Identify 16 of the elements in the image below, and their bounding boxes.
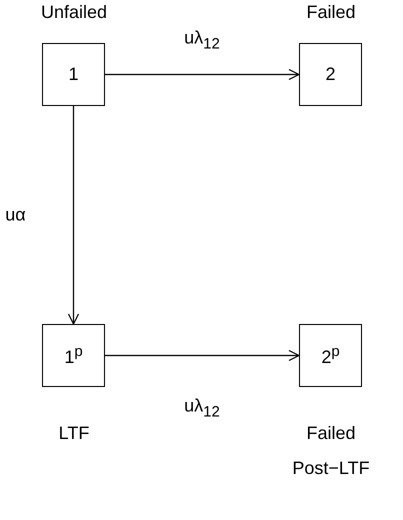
state-caption: Post−LTF bbox=[292, 458, 370, 479]
state-caption: Unfailed bbox=[40, 2, 108, 23]
state-number: 2$^{p}$ bbox=[321, 343, 340, 368]
state-number: 1 bbox=[68, 64, 78, 85]
state-caption: Failed bbox=[306, 423, 356, 444]
state-box bbox=[42, 324, 105, 387]
state-number: 1$^{p}$ bbox=[64, 343, 83, 368]
state-number: 2 bbox=[325, 64, 336, 85]
state-box bbox=[299, 43, 362, 106]
state-box bbox=[42, 43, 105, 106]
arrow bbox=[68, 106, 80, 325]
state-caption: LTF bbox=[58, 423, 90, 444]
state-box bbox=[299, 324, 362, 387]
arrow bbox=[105, 350, 300, 362]
arrow bbox=[105, 68, 300, 80]
state-caption: Failed bbox=[306, 2, 356, 23]
